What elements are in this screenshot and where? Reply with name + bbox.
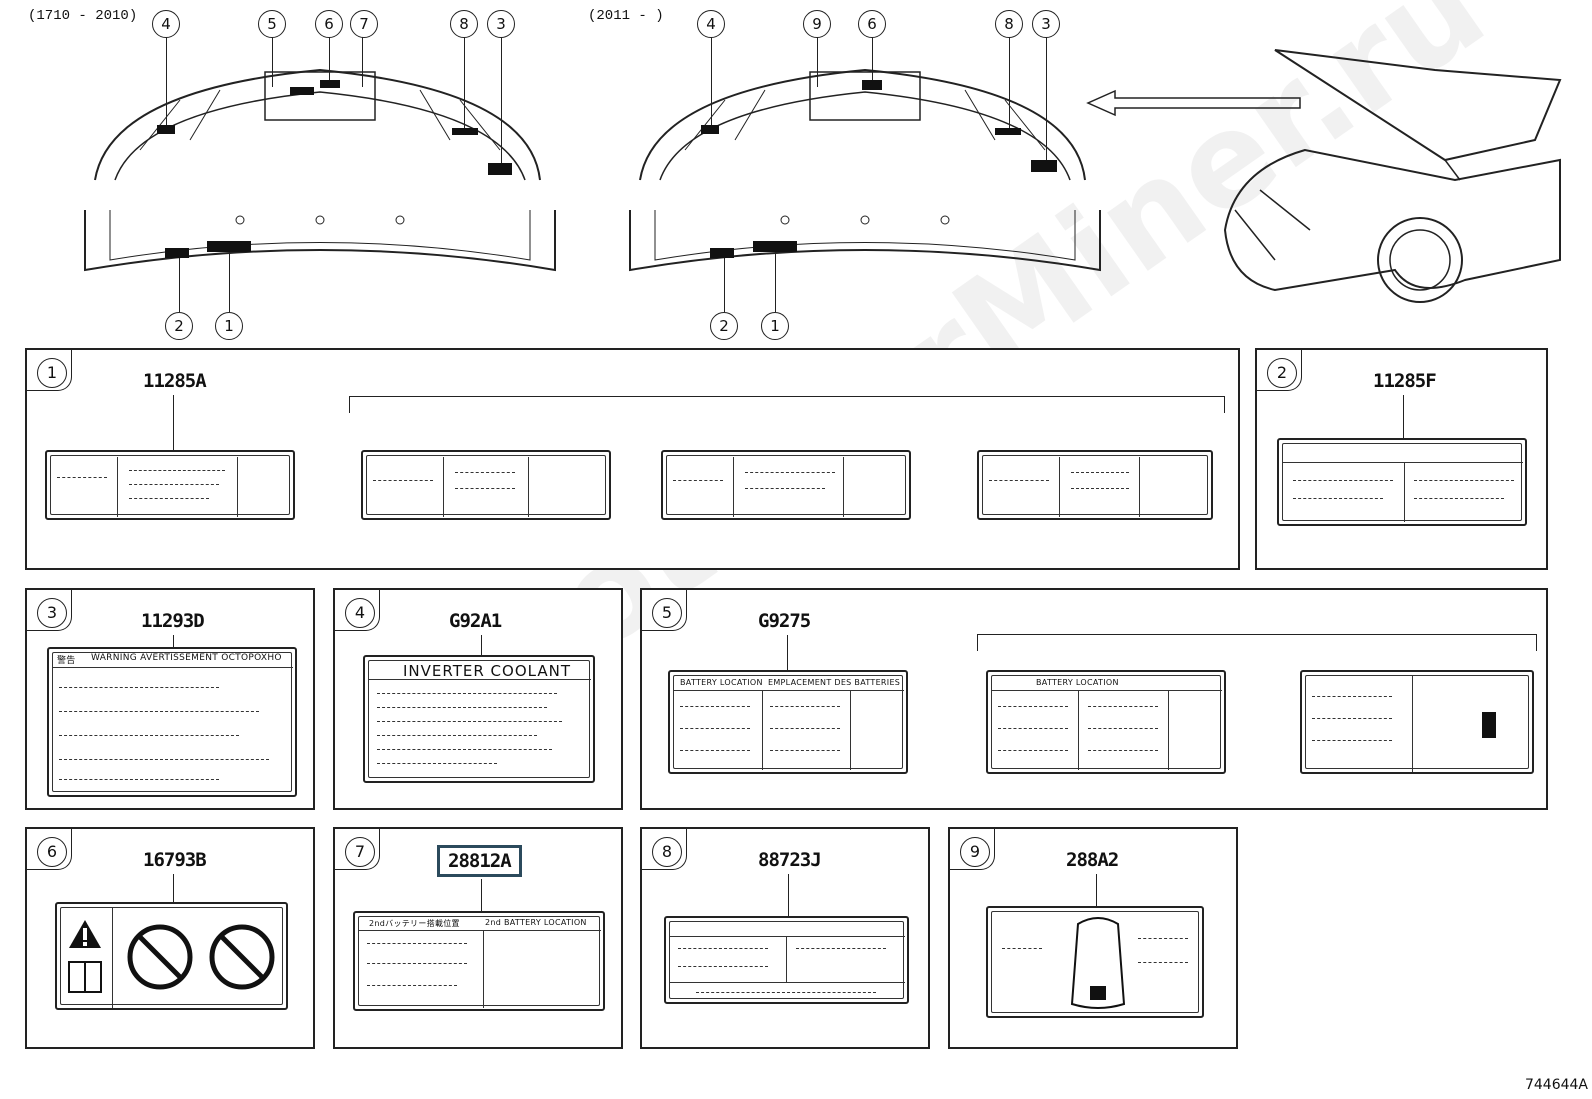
label-16793b: [55, 902, 288, 1010]
panel-1: 1 11285A: [25, 348, 1240, 570]
callout-5-left: 5: [258, 10, 286, 38]
panel-number: 6: [37, 837, 67, 867]
panel-6: 6 16793B: [25, 827, 315, 1049]
model-years-left: (1710 - 2010): [28, 8, 138, 24]
label-11285a-d: [977, 450, 1213, 520]
part-code: G9275: [758, 610, 811, 632]
warning-prefix: 警告: [57, 656, 76, 666]
panel-7: 7 28812A 2ndバッテリー搭載位置 2nd BATTERY LOCATI…: [333, 827, 623, 1049]
warning-header: WARNING AVERTISSEMENT OCTOPOXHO: [91, 653, 282, 663]
panel-8: 8 88723J: [640, 827, 930, 1049]
part-code-highlighted[interactable]: 28812A: [437, 845, 522, 877]
panel-number: 2: [1267, 358, 1297, 388]
panel-number: 8: [652, 837, 682, 867]
label-g9275-c: [1300, 670, 1534, 774]
no-flame-icon: [127, 924, 193, 990]
battery-location-label: BATTERY LOCATION: [680, 678, 763, 687]
part-code: 11293D: [141, 610, 205, 632]
callout-1-right: 1: [761, 312, 789, 340]
label-88723j: [664, 916, 909, 1004]
label-288a2: [986, 906, 1204, 1018]
part-code: 88723J: [758, 849, 822, 871]
part-code: 288A2: [1066, 849, 1119, 871]
part-code: 11285A: [143, 370, 207, 392]
label-g92a1: INVERTER COOLANT: [363, 655, 595, 783]
callout-3-left: 3: [487, 10, 515, 38]
callout-2-left: 2: [165, 312, 193, 340]
callout-8-right: 8: [995, 10, 1023, 38]
panel-5: 5 G9275 BATTERY LOCATION EMPLACEMENT DES…: [640, 588, 1548, 810]
direction-arrow-icon: [1086, 89, 1301, 117]
panel-2: 2 11285F: [1255, 348, 1548, 570]
callout-4-left: 4: [152, 10, 180, 38]
label-28812a: 2ndバッテリー搭載位置 2nd BATTERY LOCATION: [353, 911, 605, 1011]
callout-6-right: 6: [858, 10, 886, 38]
panel-number: 1: [37, 358, 67, 388]
callout-7-left: 7: [350, 10, 378, 38]
panel-number: 3: [37, 598, 67, 628]
engine-bay-diagram-right: [629, 68, 1101, 272]
panel-4: 4 G92A1 INVERTER COOLANT: [333, 588, 623, 810]
callout-1-left: 1: [215, 312, 243, 340]
car-top-view-icon: [1070, 917, 1126, 1009]
panel-3: 3 11293D 警告 WARNING AVERTISSEMENT OCTOPO…: [25, 588, 315, 810]
model-years-right: (2011 - ): [588, 8, 664, 24]
battery-location-fr-label: EMPLACEMENT DES BATTERIES: [768, 678, 901, 687]
label-11285a-c: [661, 450, 911, 520]
car-front-illustration: [1223, 49, 1562, 303]
diagram-id: 744644A: [1524, 1077, 1588, 1093]
panel-number: 4: [345, 598, 375, 628]
engine-bay-diagram-left: [84, 68, 556, 272]
part-code: G92A1: [449, 610, 502, 632]
callout-6-left: 6: [315, 10, 343, 38]
callout-8-left: 8: [450, 10, 478, 38]
battery-2nd-jp-label: 2ndバッテリー搭載位置: [369, 919, 460, 928]
callout-3-right: 3: [1032, 10, 1060, 38]
no-spark-icon: [209, 924, 275, 990]
callout-9-right: 9: [803, 10, 831, 38]
warning-triangle-icon: [68, 920, 102, 993]
panel-number: 7: [345, 837, 375, 867]
battery-2nd-label: 2nd BATTERY LOCATION: [485, 918, 587, 927]
label-11293d: 警告 WARNING AVERTISSEMENT OCTOPOXHO: [47, 647, 297, 797]
callout-2-right: 2: [710, 312, 738, 340]
label-11285a-a: [45, 450, 295, 520]
panel-number: 9: [960, 837, 990, 867]
callout-4-right: 4: [697, 10, 725, 38]
label-g9275-b: BATTERY LOCATION: [986, 670, 1226, 774]
part-code: 11285F: [1373, 370, 1437, 392]
label-11285f: [1277, 438, 1527, 526]
battery-location-label: BATTERY LOCATION: [1036, 678, 1119, 687]
panel-number: 5: [652, 598, 682, 628]
panel-9: 9 288A2: [948, 827, 1238, 1049]
label-11285a-b: [361, 450, 611, 520]
label-g9275-a: BATTERY LOCATION EMPLACEMENT DES BATTERI…: [668, 670, 908, 774]
inverter-coolant-title: INVERTER COOLANT: [403, 662, 571, 680]
part-code: 16793B: [143, 849, 207, 871]
